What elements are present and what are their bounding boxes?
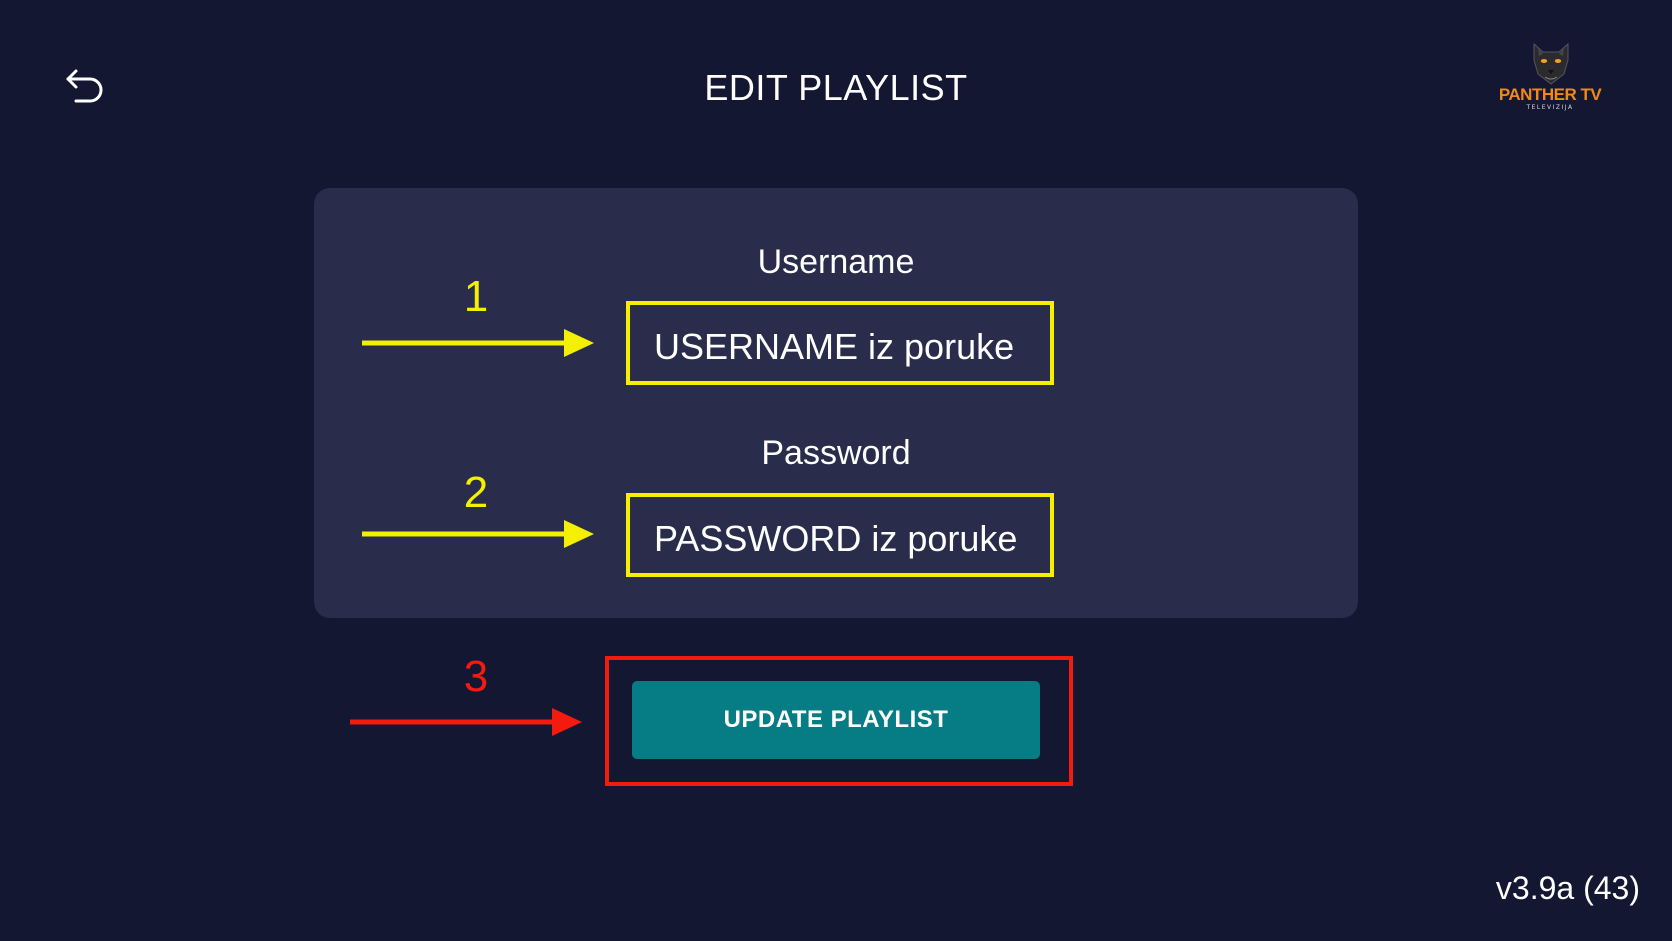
username-field[interactable]: USERNAME iz poruke bbox=[626, 301, 1054, 385]
panther-head-icon bbox=[1533, 42, 1569, 85]
step-2-arrow-icon bbox=[362, 520, 594, 548]
step-3-arrow-icon bbox=[350, 708, 582, 736]
password-value: PASSWORD iz poruke bbox=[654, 518, 1018, 559]
step-1-number: 1 bbox=[463, 272, 489, 321]
app-version: v3.9a (43) bbox=[1495, 870, 1640, 906]
step-2-number: 2 bbox=[463, 468, 489, 517]
step-1-arrow-icon bbox=[362, 329, 594, 357]
username-label: Username bbox=[757, 243, 915, 281]
brand-logo: PANTHER TV TELEVIZIJA bbox=[1495, 38, 1605, 118]
back-button[interactable] bbox=[64, 65, 108, 105]
password-label: Password bbox=[761, 434, 911, 472]
back-arrow-icon bbox=[66, 69, 103, 103]
step-3-number: 3 bbox=[463, 652, 489, 701]
password-field[interactable]: PASSWORD iz poruke bbox=[626, 493, 1054, 577]
update-playlist-button[interactable]: UPDATE PLAYLIST bbox=[632, 681, 1040, 759]
login-card bbox=[314, 188, 1358, 618]
page-title: EDIT PLAYLIST bbox=[704, 67, 968, 108]
brand-name: PANTHER TV bbox=[1498, 85, 1602, 104]
username-value: USERNAME iz poruke bbox=[654, 326, 1015, 367]
brand-tagline: TELEVIZIJA bbox=[1526, 104, 1574, 111]
update-button-highlight bbox=[605, 656, 1073, 786]
